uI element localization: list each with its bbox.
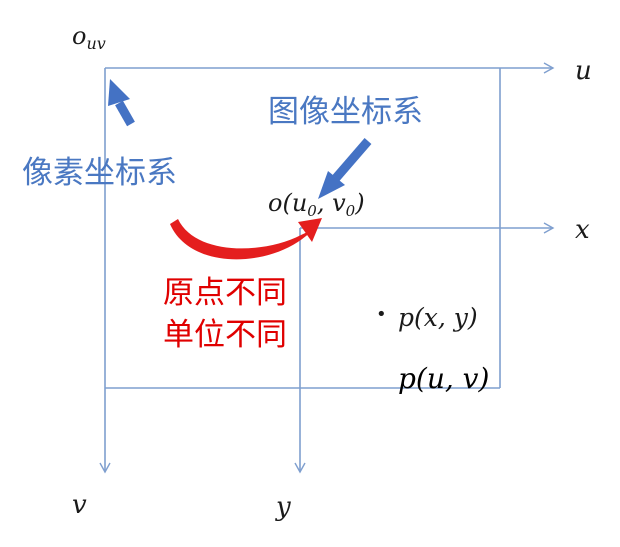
pixel-coord-system-label: 像素坐标系 [22, 155, 177, 191]
image-coord-system-label: 图像坐标系 [268, 94, 423, 130]
point-dot: • [376, 304, 387, 325]
point-uv-label: p(u, v) [398, 362, 489, 395]
origin-o-label: o(u0, v0) [268, 189, 365, 220]
origin-shift-curved-arrow [170, 218, 322, 260]
origin-uv-label: ouv [72, 22, 106, 53]
axis-v-label: v [72, 490, 87, 520]
axis-u-label: u [575, 56, 592, 86]
diff-unit-label: 单位不同 [163, 317, 287, 353]
image-origin-pointer-arrow [318, 138, 372, 199]
point-xy-label: p(x, y) [398, 303, 478, 332]
axis-y-label: y [275, 492, 291, 522]
diff-origin-label: 原点不同 [163, 275, 287, 311]
axis-x-label: x [575, 215, 590, 245]
pixel-origin-pointer-arrow [108, 79, 135, 127]
